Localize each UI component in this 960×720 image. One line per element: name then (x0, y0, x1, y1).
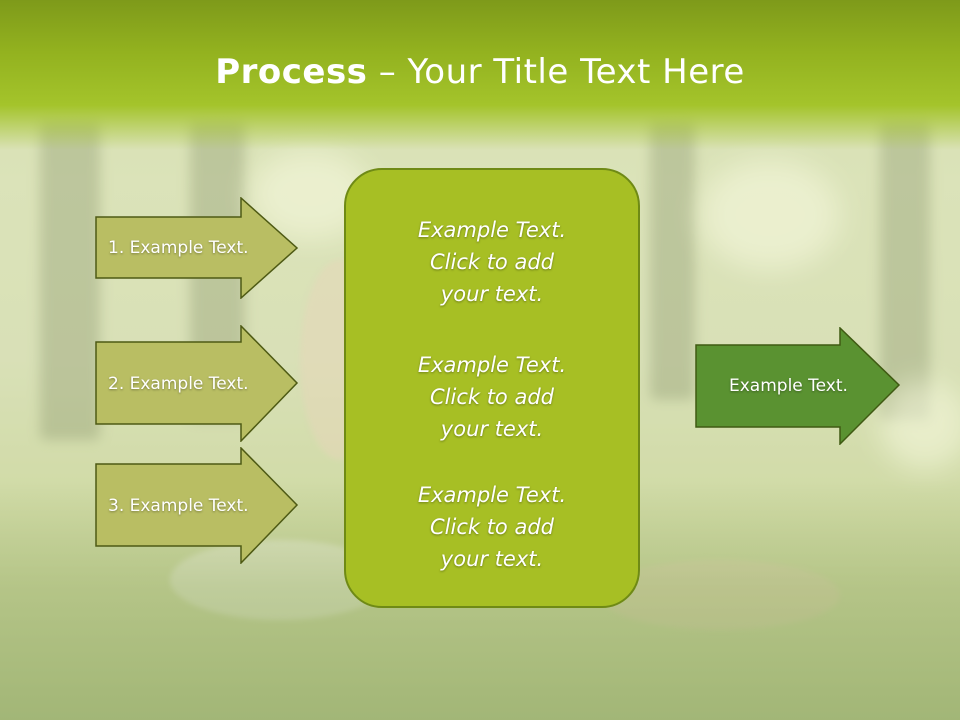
step-arrow-3[interactable]: 3. Example Text. (95, 447, 299, 564)
block-1-line-1: Example Text. (417, 218, 567, 242)
step-label-1: 1. Example Text. (108, 238, 249, 258)
block-2-line-2: Click to add (429, 385, 554, 409)
arrow-shape (695, 327, 901, 445)
step-label-3: 3. Example Text. (108, 495, 249, 516)
text-block-2[interactable]: Example Text. Click to add your text. (346, 349, 638, 445)
title-bar (0, 0, 960, 150)
text-block-3[interactable]: Example Text. Click to add your text. (346, 479, 638, 575)
title-rest: – Your Title Text Here (367, 52, 745, 92)
center-text-box[interactable]: Example Text. Click to add your text. Ex… (344, 168, 640, 608)
step-arrow-2[interactable]: 2. Example Text. (95, 325, 299, 442)
block-2-line-1: Example Text. (417, 353, 567, 377)
arrow-shape (95, 447, 299, 564)
title-bold: Process (215, 52, 368, 92)
step-label-2: 2. Example Text. (108, 373, 249, 394)
arrow-shape (95, 197, 299, 299)
block-1-line-2: Click to add (429, 250, 554, 274)
result-label: Example Text. (729, 376, 848, 396)
step-arrow-1[interactable]: 1. Example Text. (95, 197, 299, 299)
block-2-line-3: your text. (440, 417, 544, 441)
block-3-line-3: your text. (440, 547, 544, 571)
block-3-line-2: Click to add (429, 515, 554, 539)
result-arrow[interactable]: Example Text. (695, 327, 901, 445)
slide-title[interactable]: Process – Your Title Text Here (0, 52, 960, 92)
text-block-1[interactable]: Example Text. Click to add your text. (346, 214, 638, 310)
arrow-shape (95, 325, 299, 442)
block-3-line-1: Example Text. (417, 483, 567, 507)
block-1-line-3: your text. (440, 282, 544, 306)
